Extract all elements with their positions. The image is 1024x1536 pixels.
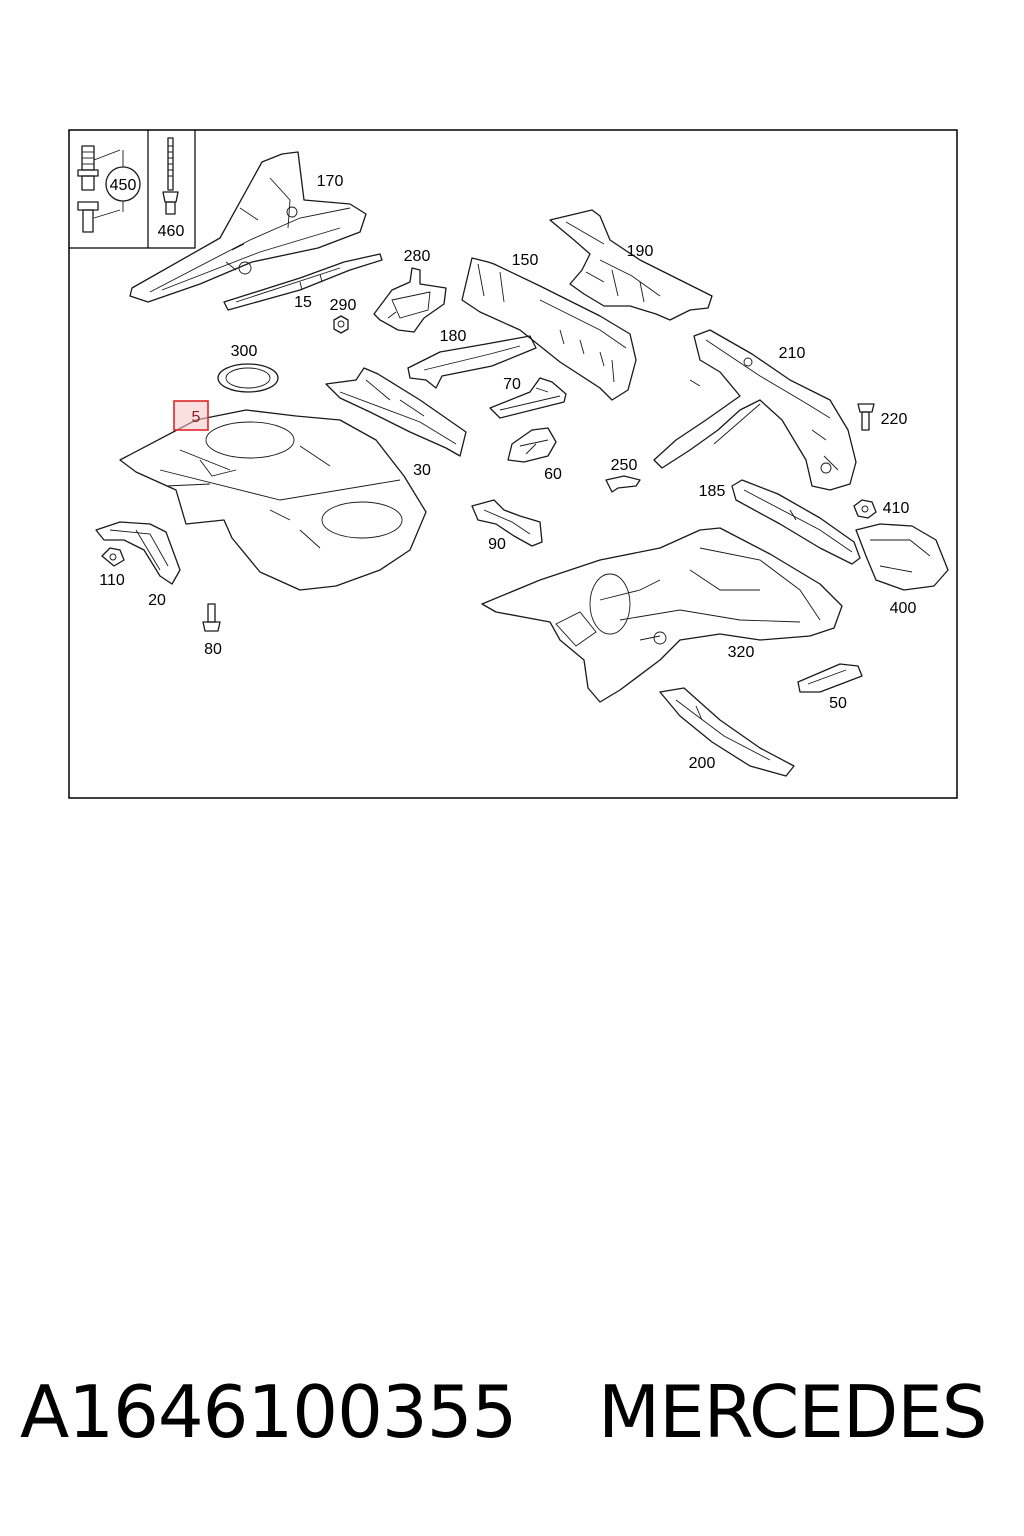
part-460-long-bolt[interactable] [162,137,179,215]
part-60-bracket[interactable] [507,427,557,463]
inset-box [69,130,196,249]
callout-170[interactable]: 170 [317,173,344,190]
part-170-front-longitudinal-member[interactable] [129,151,367,303]
highlight-box-part-5 [173,400,209,431]
part-15-reinforcement[interactable] [223,253,383,311]
part-20-side-member[interactable] [95,521,181,585]
callout-250[interactable]: 250 [611,457,638,474]
diagram-frame [68,129,958,799]
part-410-nut[interactable] [853,499,877,519]
callout-150[interactable]: 150 [512,252,539,269]
parts-diagram: 450 460 170 15 280 290 150 190 300 180 2… [68,129,958,799]
part-290-nut[interactable] [333,315,349,334]
part-190-rear-crossmember[interactable] [549,209,713,321]
callout-185[interactable]: 185 [699,483,726,500]
callout-90[interactable]: 90 [488,536,506,553]
callout-320[interactable]: 320 [728,644,755,661]
callout-20[interactable]: 20 [148,592,166,609]
part-30-seat-crossmember[interactable] [325,367,467,457]
callout-450[interactable]: 450 [110,177,137,194]
callout-210[interactable]: 210 [779,345,806,362]
callout-labels: 450 460 170 15 280 290 150 190 300 180 2… [99,173,916,772]
callout-300[interactable]: 300 [231,343,258,360]
callout-410[interactable]: 410 [883,500,910,517]
part-200-floor-reinforcement[interactable] [659,687,795,777]
part-280-bracket[interactable] [373,267,447,333]
callout-460[interactable]: 460 [158,223,185,240]
part-50-bracket[interactable] [797,663,863,693]
callout-400[interactable]: 400 [890,600,917,617]
part-320-rear-floor[interactable] [481,527,843,703]
part-number: A1646100355 [20,1370,517,1454]
part-70-bracket[interactable] [489,377,567,419]
callout-30[interactable]: 30 [413,462,431,479]
callout-200[interactable]: 200 [689,755,716,772]
part-450-bolt-spacer[interactable] [77,145,141,233]
callout-110[interactable]: 110 [99,572,125,589]
callout-220[interactable]: 220 [881,411,908,428]
part-5-floor-panel-front[interactable] [119,409,427,591]
callout-15[interactable]: 15 [294,294,312,311]
callout-80[interactable]: 80 [204,641,222,658]
callout-180[interactable]: 180 [440,328,467,345]
caption: A1646100355 MERCEDES [0,1370,1024,1470]
part-300-plug[interactable] [217,363,279,393]
part-110-nut-plate[interactable] [101,547,125,567]
part-210-rear-axle-carrier[interactable] [653,329,857,491]
callout-50[interactable]: 50 [829,695,847,712]
callout-280[interactable]: 280 [404,248,431,265]
part-180-tunnel-bracket[interactable] [407,335,537,389]
brand-name: MERCEDES [598,1370,987,1454]
callout-290[interactable]: 290 [330,297,357,314]
part-400-wheelhouse-bracket[interactable] [855,523,949,591]
part-150-crossmember[interactable] [461,257,637,401]
callout-5[interactable]: 5 [192,409,201,426]
part-80-bolt[interactable] [202,603,221,632]
part-250-clip[interactable] [605,475,641,493]
callout-60[interactable]: 60 [544,466,562,483]
callout-190[interactable]: 190 [627,243,654,260]
part-90-bracket[interactable] [471,499,543,547]
part-220-bolt[interactable] [857,403,875,431]
callout-70[interactable]: 70 [503,376,521,393]
part-185-rear-reinforcement[interactable] [731,479,861,565]
